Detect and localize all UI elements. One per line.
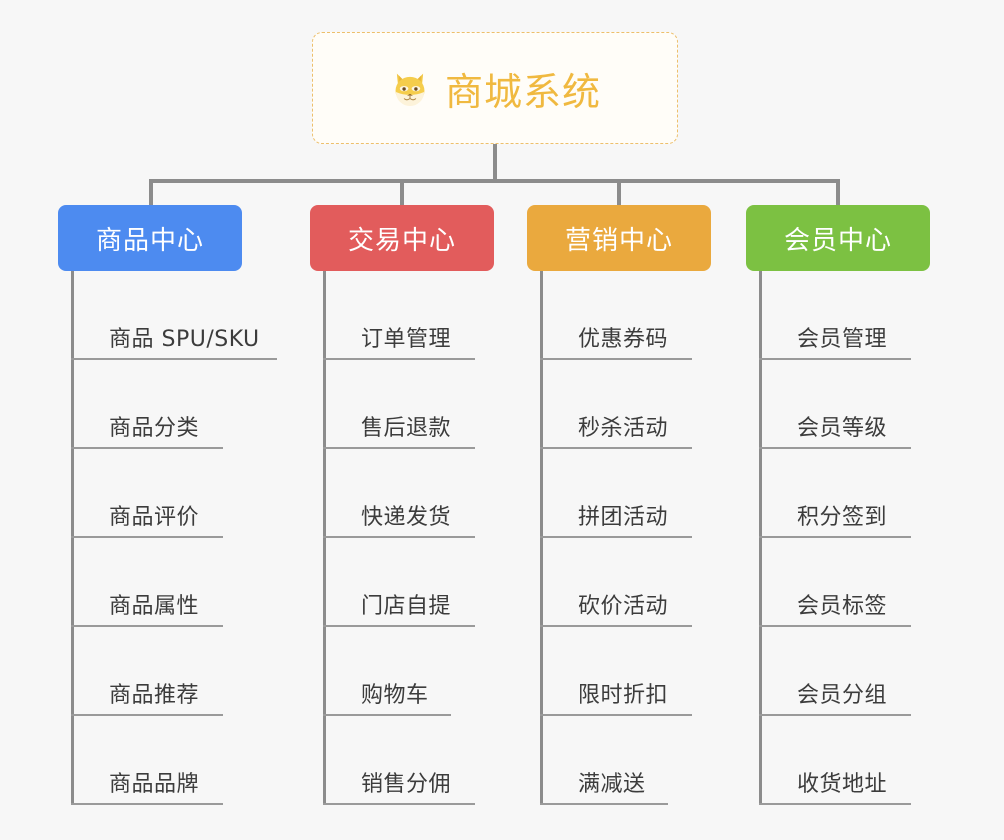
leaf-item-rule — [323, 803, 475, 805]
root-node[interactable]: 商城系统 — [312, 32, 678, 144]
leaf-item-rule — [71, 447, 223, 449]
leaf-item-rule — [540, 536, 692, 538]
leaf-item[interactable]: 购物车 — [323, 627, 451, 716]
leaf-item-label: 积分签到 — [797, 505, 888, 530]
leaf-item[interactable]: 会员管理 — [759, 271, 911, 360]
leaf-item-label: 商品品牌 — [109, 772, 200, 797]
connector-stem — [493, 144, 497, 181]
leaf-spine — [323, 271, 326, 805]
leaf-item-rule — [759, 714, 911, 716]
leaf-item-rule — [759, 358, 911, 360]
category-product-center[interactable]: 商品中心 — [58, 205, 242, 271]
leaf-item[interactable]: 门店自提 — [323, 538, 475, 627]
leaf-item[interactable]: 订单管理 — [323, 271, 475, 360]
leaf-item[interactable]: 售后退款 — [323, 360, 475, 449]
leaf-item-label: 砍价活动 — [578, 594, 669, 619]
leaf-column-trade-center: 订单管理售后退款快递发货门店自提购物车销售分佣 — [323, 271, 475, 805]
leaf-column-product-center: 商品 SPU/SKU 商品分类商品评价商品属性商品推荐商品品牌 — [71, 271, 277, 805]
leaf-item[interactable]: 满减送 — [540, 716, 668, 805]
leaf-item-rule — [323, 358, 475, 360]
leaf-item-rule — [71, 536, 223, 538]
leaf-item-label: 会员分组 — [797, 683, 888, 708]
leaf-item-label: 订单管理 — [361, 327, 452, 352]
leaf-spine — [759, 271, 762, 805]
leaf-item-rule — [759, 803, 911, 805]
leaf-item-rule — [71, 358, 277, 360]
leaf-item-rule — [323, 536, 475, 538]
leaf-item[interactable]: 优惠券码 — [540, 271, 692, 360]
leaf-item-rule — [540, 714, 692, 716]
leaf-item[interactable]: 商品推荐 — [71, 627, 260, 716]
leaf-item[interactable]: 会员分组 — [759, 627, 911, 716]
leaf-item-label: 会员标签 — [797, 594, 888, 619]
leaf-item[interactable]: 商品分类 — [71, 360, 260, 449]
leaf-item[interactable]: 收货地址 — [759, 716, 911, 805]
leaf-item[interactable]: 会员标签 — [759, 538, 911, 627]
leaf-item[interactable]: 限时折扣 — [540, 627, 692, 716]
leaf-item-label: 快递发货 — [361, 505, 452, 530]
leaf-item-label: 商品评价 — [109, 505, 200, 530]
leaf-item[interactable]: 砍价活动 — [540, 538, 692, 627]
leaf-item-rule — [323, 714, 451, 716]
leaf-item-rule — [759, 536, 911, 538]
category-label: 营销中心 — [564, 225, 673, 256]
leaf-item[interactable]: 商品 SPU/SKU — [71, 271, 277, 360]
connector-drop-3 — [617, 181, 621, 205]
category-trade-center[interactable]: 交易中心 — [310, 205, 494, 271]
leaf-item-rule — [71, 625, 223, 627]
category-marketing-center[interactable]: 营销中心 — [527, 205, 711, 271]
leaf-item-label: 商品 SPU/SKU — [109, 327, 260, 352]
leaf-item-label: 商品推荐 — [109, 683, 200, 708]
leaf-item-rule — [540, 358, 692, 360]
category-member-center[interactable]: 会员中心 — [746, 205, 930, 271]
connector-bus — [149, 179, 840, 183]
root-title: 商城系统 — [444, 69, 601, 114]
category-label: 会员中心 — [783, 225, 892, 256]
leaf-item-rule — [540, 447, 692, 449]
leaf-item[interactable]: 商品品牌 — [71, 716, 260, 805]
leaf-item-label: 会员管理 — [797, 327, 888, 352]
leaf-item[interactable]: 秒杀活动 — [540, 360, 692, 449]
leaf-spine — [540, 271, 543, 805]
leaf-item[interactable]: 快递发货 — [323, 449, 475, 538]
category-label: 交易中心 — [347, 225, 456, 256]
leaf-item-rule — [323, 625, 475, 627]
leaf-item-label: 限时折扣 — [578, 683, 669, 708]
leaf-item-label: 门店自提 — [361, 594, 452, 619]
leaf-item-label: 拼团活动 — [578, 505, 669, 530]
leaf-item-label: 销售分佣 — [361, 772, 452, 797]
leaf-item-rule — [540, 803, 668, 805]
leaf-item-rule — [323, 447, 475, 449]
leaf-item-rule — [759, 625, 911, 627]
leaf-item-label: 收货地址 — [797, 772, 888, 797]
leaf-column-member-center: 会员管理会员等级积分签到会员标签会员分组收货地址 — [759, 271, 911, 805]
leaf-item-rule — [540, 625, 692, 627]
leaf-item-rule — [71, 803, 223, 805]
leaf-item-label: 商品属性 — [109, 594, 200, 619]
category-label: 商品中心 — [95, 225, 204, 256]
leaf-item[interactable]: 会员等级 — [759, 360, 911, 449]
connector-drop-4 — [836, 181, 840, 205]
leaf-item[interactable]: 积分签到 — [759, 449, 911, 538]
leaf-item-label: 优惠券码 — [578, 327, 669, 352]
leaf-item-rule — [759, 447, 911, 449]
leaf-item-label: 商品分类 — [109, 416, 200, 441]
leaf-item[interactable]: 商品评价 — [71, 449, 260, 538]
leaf-item[interactable]: 商品属性 — [71, 538, 260, 627]
dog-face-icon — [389, 67, 431, 109]
connector-drop-1 — [149, 181, 153, 205]
leaf-item-label: 满减送 — [578, 772, 646, 797]
leaf-item-label: 秒杀活动 — [578, 416, 669, 441]
leaf-item-rule — [71, 714, 223, 716]
leaf-item-label: 购物车 — [361, 683, 429, 708]
leaf-spine — [71, 271, 74, 805]
leaf-column-marketing-center: 优惠券码秒杀活动拼团活动砍价活动限时折扣满减送 — [540, 271, 692, 805]
leaf-item-label: 售后退款 — [361, 416, 452, 441]
leaf-item[interactable]: 拼团活动 — [540, 449, 692, 538]
leaf-item[interactable]: 销售分佣 — [323, 716, 475, 805]
leaf-item-label: 会员等级 — [797, 416, 888, 441]
connector-drop-2 — [400, 181, 404, 205]
